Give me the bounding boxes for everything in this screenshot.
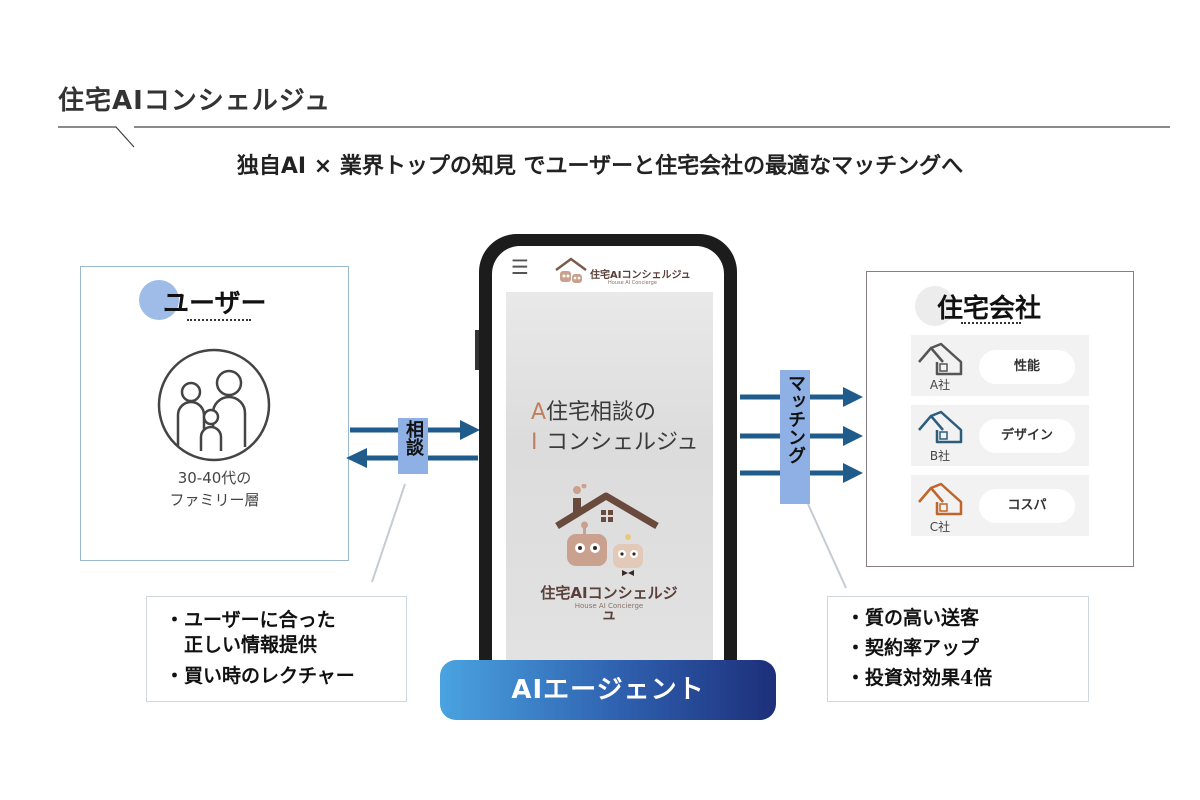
consult-label: 相談 (398, 418, 428, 474)
user-caption-line2: ファミリー層 (169, 491, 260, 509)
company-name-a: A社 (929, 378, 951, 392)
title-underline (961, 322, 1021, 324)
house-icon-c (918, 482, 963, 516)
headline-initial-i: I (531, 430, 538, 455)
user-caption-line1: 30-40代の (177, 469, 252, 487)
house-icon-b (918, 410, 963, 444)
header-logo-sub: House AI Concierge (608, 280, 657, 286)
app-logo-sub: House AI Concierge (574, 602, 644, 610)
ai-agent-button[interactable]: AIエージェント (440, 660, 776, 720)
company-callout: ・質の高い送客 ・契約率アップ ・投資対効果4倍 (827, 596, 1089, 702)
header-divider (58, 126, 1170, 148)
user-callout-line1: ・ユーザーに合った (165, 609, 336, 631)
company-callout-line2: ・契約率アップ (846, 637, 980, 659)
consult-label-text: 相談 (403, 420, 424, 456)
page-subtitle: 独自AI × 業界トップの知見 でユーザーと住宅会社の最適なマッチングへ (236, 154, 964, 179)
user-callout-line3: ・買い時のレクチャー (165, 665, 355, 687)
page-title: 住宅AIコンシェルジュ (58, 86, 331, 116)
header-logo-text: 住宅AIコンシェルジュ (590, 270, 691, 281)
ai-robot-house-logo (555, 484, 659, 576)
headline-line2: コンシェルジュ (546, 430, 699, 455)
company-name-c: C社 (929, 520, 951, 534)
matching-label: マッチング (780, 370, 810, 504)
family-icon (157, 348, 271, 462)
company-feature-a: 性能 (979, 350, 1075, 384)
title-underline (187, 319, 251, 321)
user-panel: ユーザー 30-40代の ファミリー層 (80, 266, 349, 561)
company-name-b: B社 (929, 449, 951, 463)
headline-line1: 住宅相談の (546, 400, 657, 425)
header-logo-icon (555, 257, 587, 283)
user-callout-connector (371, 483, 406, 583)
user-panel-title: ユーザー (163, 289, 267, 319)
matching-label-text: マッチング (785, 374, 806, 464)
company-feature-c: コスパ (979, 489, 1075, 523)
company-callout-line1: ・質の高い送客 (846, 607, 980, 629)
house-icon-a (918, 342, 963, 376)
app-logo-text: 住宅AIコンシェルジュ (540, 584, 678, 623)
company-feature-b: デザイン (979, 419, 1075, 453)
title-accent-circle (915, 286, 955, 326)
headline-initial-a: A (531, 400, 547, 425)
company-callout-line3: ・投資対効果4倍 (846, 667, 993, 689)
user-callout: ・ユーザーに合った 正しい情報提供 ・買い時のレクチャー (146, 596, 407, 702)
user-callout-line2: 正しい情報提供 (165, 634, 318, 656)
phone-side-button (475, 330, 479, 370)
app-hero (506, 292, 713, 670)
company-callout-connector (807, 503, 847, 589)
company-panel-title: 住宅会社 (937, 294, 1042, 324)
title-accent-circle (139, 280, 179, 320)
hamburger-icon[interactable]: ☰ (511, 255, 529, 279)
company-panel: 住宅会社 A社 性能 B社 デザイン C社 コスパ (866, 271, 1134, 567)
